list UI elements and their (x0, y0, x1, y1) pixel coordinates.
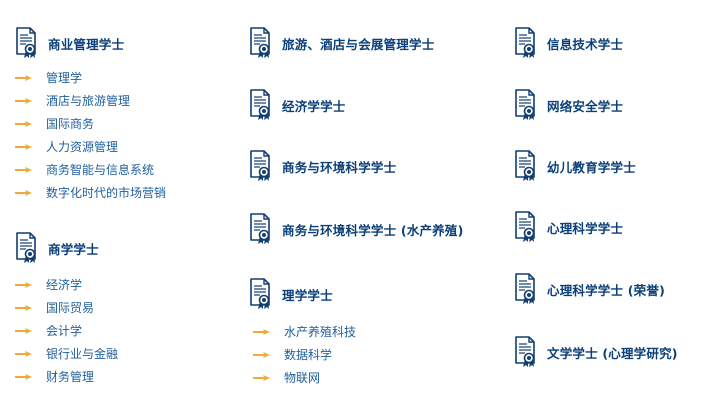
degree-commerce[interactable]: 商学学士 (15, 232, 99, 264)
arrow-right-icon (15, 373, 32, 381)
major-item[interactable]: 水产养殖科技 (253, 320, 356, 343)
arrow-right-icon (15, 189, 32, 197)
major-item[interactable]: 人力资源管理 (15, 135, 166, 158)
certificate-icon (514, 150, 536, 182)
degree-business-environmental-science[interactable]: 商务与环境科学学士 (249, 150, 396, 182)
arrow-right-icon (15, 143, 32, 151)
major-label: 数据科学 (284, 348, 333, 362)
degree-psychological-science[interactable]: 心理科学学士 (514, 211, 623, 243)
major-item[interactable]: 酒店与旅游管理 (15, 89, 166, 112)
degree-early-childhood-education[interactable]: 幼儿教育学学士 (514, 150, 636, 182)
certificate-icon (249, 89, 271, 121)
major-item[interactable]: 数字化时代的市场营销 (15, 181, 166, 204)
arrow-right-icon (15, 304, 32, 312)
degree-arts-psychological-studies[interactable]: 文学学士 (心理学研究) (514, 336, 678, 368)
major-item[interactable]: 财务管理 (15, 365, 118, 388)
degree-title: 文学学士 (心理学研究) (547, 345, 678, 361)
major-label: 国际商务 (46, 117, 95, 131)
certificate-icon (514, 336, 536, 368)
degree-title: 幼儿教育学学士 (547, 159, 636, 175)
major-item[interactable]: 数据科学 (253, 343, 356, 366)
degree-tourism-hospitality-events[interactable]: 旅游、酒店与会展管理学士 (249, 27, 434, 59)
degree-title: 商务与环境科学学士 (282, 159, 397, 175)
arrow-right-icon (15, 281, 32, 289)
arrow-right-icon (253, 374, 270, 382)
major-item[interactable]: 银行业与金融 (15, 342, 118, 365)
degree-title: 商业管理学士 (48, 36, 125, 52)
major-item[interactable]: 物联网 (253, 366, 356, 389)
major-item[interactable]: 会计学 (15, 319, 118, 342)
degree-title: 旅游、酒店与会展管理学士 (282, 36, 435, 52)
major-label: 人力资源管理 (46, 140, 119, 154)
degree-title: 经济学学士 (282, 98, 346, 114)
major-list: 水产养殖科技 数据科学 物联网 (253, 320, 356, 389)
degree-business-environmental-science-aquaculture[interactable]: 商务与环境科学学士 (水产养殖) (249, 213, 463, 245)
major-item[interactable]: 商务智能与信息系统 (15, 158, 166, 181)
major-label: 会计学 (46, 324, 83, 338)
degree-cyber-security[interactable]: 网络安全学士 (514, 89, 623, 121)
major-item[interactable]: 国际商务 (15, 112, 166, 135)
certificate-icon (249, 213, 271, 245)
major-label: 酒店与旅游管理 (46, 94, 131, 108)
degree-title: 商学学士 (48, 241, 99, 257)
certificate-icon (514, 273, 536, 305)
degree-economics[interactable]: 经济学学士 (249, 89, 346, 121)
major-item[interactable]: 经济学 (15, 273, 118, 296)
degree-science[interactable]: 理学学士 (249, 278, 333, 310)
certificate-icon (514, 211, 536, 243)
arrow-right-icon (253, 328, 270, 336)
major-label: 物联网 (284, 371, 321, 385)
degree-title: 网络安全学士 (547, 98, 624, 114)
degree-title: 心理科学学士 (荣誉) (547, 282, 665, 298)
arrow-right-icon (15, 97, 32, 105)
arrow-right-icon (15, 166, 32, 174)
major-label: 国际贸易 (46, 301, 95, 315)
certificate-icon (15, 232, 37, 264)
degree-title: 信息技术学士 (547, 36, 624, 52)
major-label: 银行业与金融 (46, 347, 119, 361)
degree-business-management[interactable]: 商业管理学士 (15, 27, 124, 59)
certificate-icon (514, 27, 536, 59)
certificate-icon (249, 278, 271, 310)
arrow-right-icon (15, 350, 32, 358)
degree-title: 心理科学学士 (547, 220, 624, 236)
major-list: 经济学 国际贸易 会计学 银行业与金融 财务管理 (15, 273, 118, 388)
major-list: 管理学 酒店与旅游管理 国际商务 人力资源管理 商务智能与信息系统 数字化时代的… (15, 66, 166, 204)
certificate-icon (15, 27, 37, 59)
major-item[interactable]: 管理学 (15, 66, 166, 89)
major-item[interactable]: 国际贸易 (15, 296, 118, 319)
arrow-right-icon (253, 351, 270, 359)
major-label: 水产养殖科技 (284, 325, 357, 339)
arrow-right-icon (15, 327, 32, 335)
degree-title: 商务与环境科学学士 (水产养殖) (282, 222, 464, 238)
major-label: 财务管理 (46, 370, 95, 384)
degree-title: 理学学士 (282, 287, 333, 303)
major-label: 商务智能与信息系统 (46, 163, 155, 177)
certificate-icon (249, 27, 271, 59)
arrow-right-icon (15, 120, 32, 128)
major-label: 管理学 (46, 71, 83, 85)
certificate-icon (514, 89, 536, 121)
certificate-icon (249, 150, 271, 182)
major-label: 经济学 (46, 278, 83, 292)
degree-information-technology[interactable]: 信息技术学士 (514, 27, 623, 59)
arrow-right-icon (15, 74, 32, 82)
degree-psychological-science-honours[interactable]: 心理科学学士 (荣誉) (514, 273, 665, 305)
major-label: 数字化时代的市场营销 (46, 186, 167, 200)
